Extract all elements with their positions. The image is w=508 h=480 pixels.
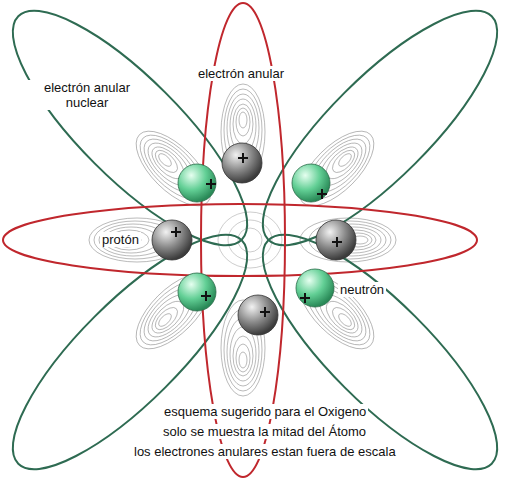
annular-electron-label: electrón anular: [196, 66, 286, 81]
note-line: solo se muestra la mitad del Átomo: [161, 424, 368, 439]
proton-label: protón: [100, 232, 141, 247]
note-line: los electrones anulares estan fuera de e…: [132, 444, 398, 459]
annular-nuclear-electron-label: electrón anular nuclear: [26, 80, 148, 110]
note-line: esquema sugerido para el Oxigeno: [162, 404, 368, 419]
neutron-label: neutrón: [338, 282, 386, 297]
